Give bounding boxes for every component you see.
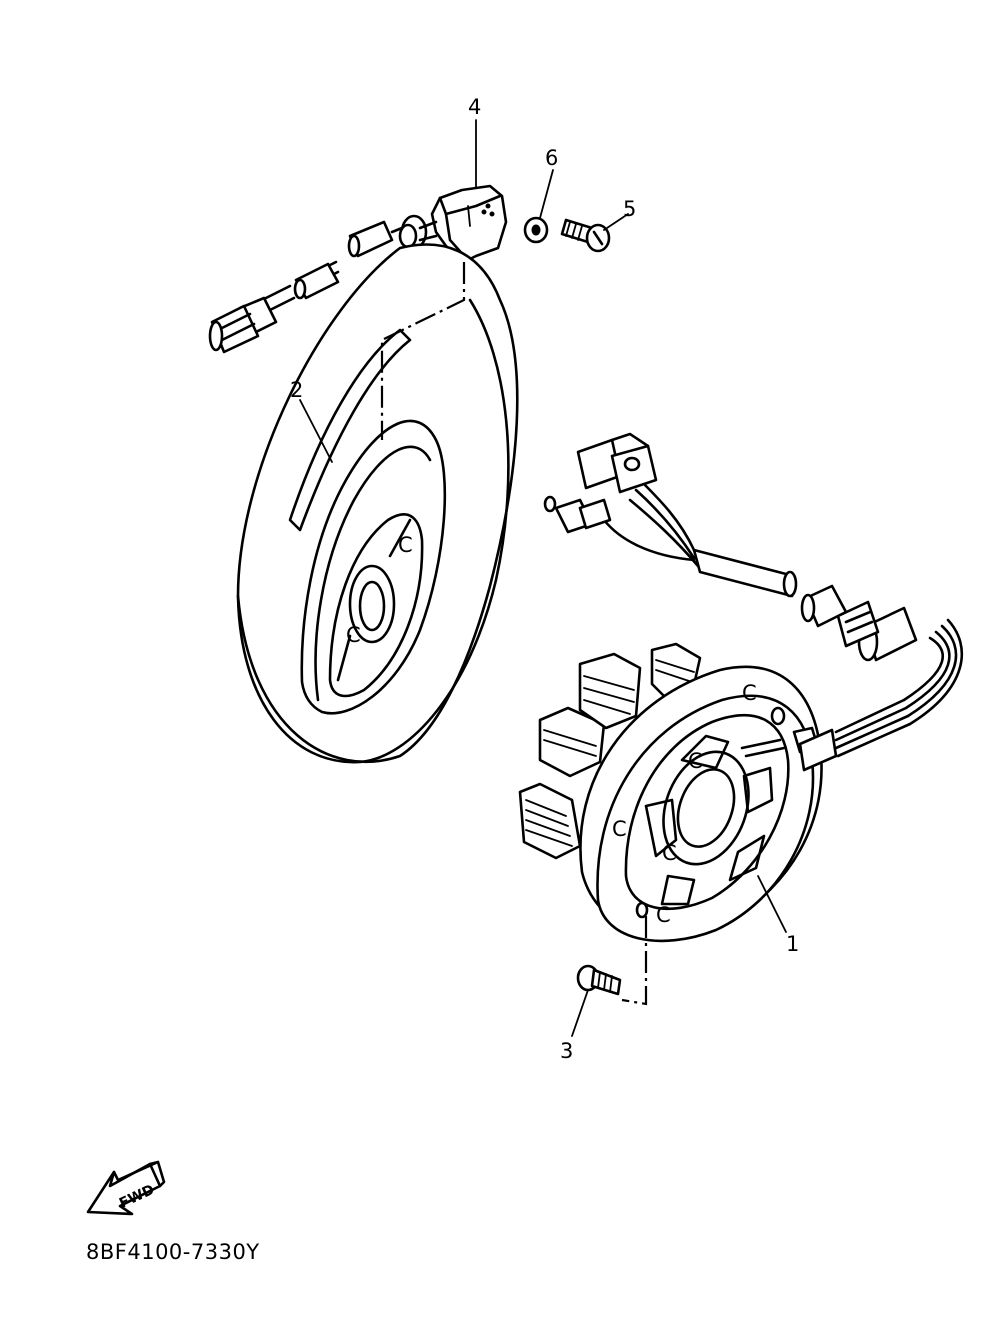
stator-mark: C (656, 903, 671, 927)
stator-wire-harness (543, 432, 964, 772)
callout-5: 5 (623, 197, 636, 221)
callout-3: 3 (560, 1039, 573, 1063)
stator-assembly-part-1 (518, 642, 823, 943)
washer-part-6 (523, 216, 549, 244)
callout-2: 2 (290, 378, 303, 402)
fwd-arrow-icon: FWD (86, 1160, 166, 1216)
rotor-mark: C (398, 533, 413, 557)
pulser-coil-part-4 (208, 184, 508, 354)
callout-6: 6 (545, 146, 558, 170)
assembly-line-screw-to-stator (621, 916, 648, 1006)
callout-leaders (299, 119, 787, 1037)
callout-4: 4 (468, 95, 481, 119)
screw-part-3 (576, 964, 622, 996)
stator-mark: C (662, 841, 677, 865)
flywheel-rotor-part-2 (236, 243, 519, 764)
screw-part-5 (560, 218, 611, 253)
stator-mark: C (742, 681, 757, 705)
rotor-mark: C (346, 623, 361, 647)
diagram-code: 8BF4100-7330Y (86, 1240, 260, 1264)
assembly-line-pulser-to-rotor (380, 262, 466, 440)
callout-1: 1 (786, 932, 799, 956)
stator-mark: C (688, 749, 703, 773)
stator-mark: C (612, 817, 627, 841)
